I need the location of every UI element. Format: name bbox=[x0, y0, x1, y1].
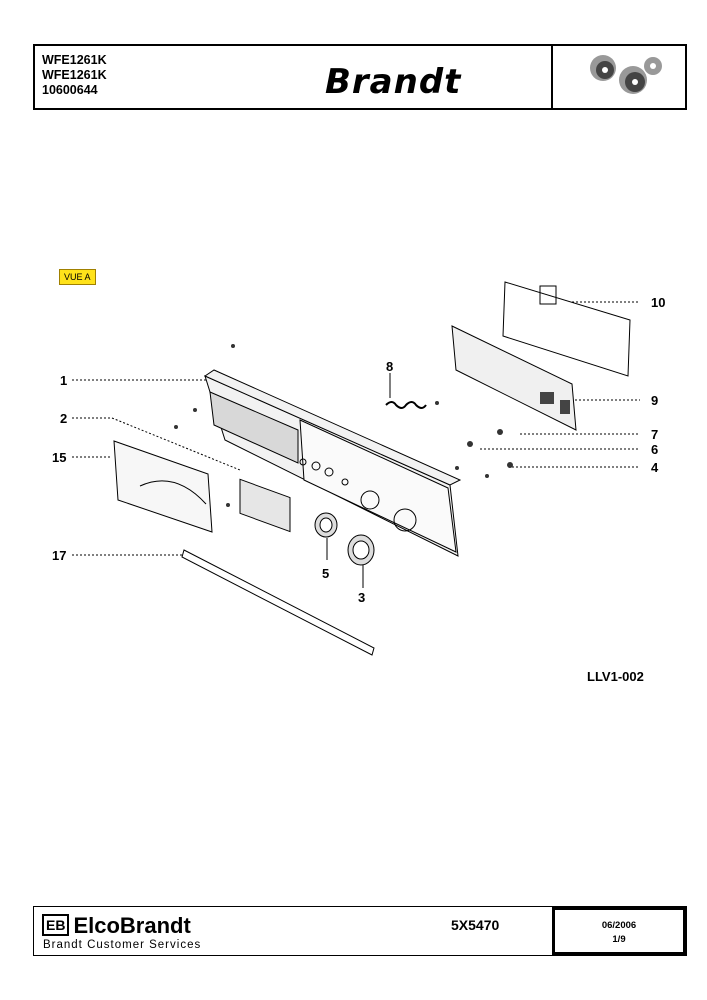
drawing-code: LLV1-002 bbox=[587, 669, 644, 684]
issue-date: 06/2006 bbox=[601, 920, 637, 931]
company-name: ElcoBrandt bbox=[73, 913, 191, 938]
callout-5: 5 bbox=[322, 566, 330, 581]
date-page-box: 06/2006 1/9 bbox=[552, 907, 686, 955]
eb-mark-icon: EB bbox=[42, 914, 70, 936]
callout-3: 3 bbox=[358, 590, 366, 605]
model-list: WFE1261K WFE1261K 10600644 bbox=[42, 53, 107, 98]
reference-number: 5X5470 bbox=[451, 917, 500, 933]
callout-10: 10 bbox=[651, 295, 666, 310]
model-line: 10600644 bbox=[42, 83, 98, 97]
page-number: 1/9 bbox=[612, 934, 626, 945]
model-line: WFE1261K bbox=[42, 53, 107, 67]
callout-2: 2 bbox=[60, 411, 68, 426]
callout-1: 1 bbox=[60, 373, 68, 388]
callout-17: 17 bbox=[52, 548, 67, 563]
view-badge: VUE A bbox=[59, 269, 96, 285]
callout-4: 4 bbox=[651, 460, 659, 475]
callout-6: 6 bbox=[651, 442, 659, 457]
model-line: WFE1261K bbox=[42, 68, 107, 82]
brand-logo: Brandt bbox=[325, 62, 462, 102]
callout-7: 7 bbox=[651, 427, 659, 442]
gears-logo bbox=[551, 46, 685, 108]
service-label: Brandt Customer Services bbox=[43, 939, 202, 951]
gears-icon bbox=[590, 55, 662, 94]
callout-15: 15 bbox=[52, 450, 67, 465]
callout-9: 9 bbox=[651, 393, 659, 408]
callout-8: 8 bbox=[386, 359, 394, 374]
title-block: WFE1261K WFE1261K 10600644 Brandt bbox=[33, 44, 687, 110]
